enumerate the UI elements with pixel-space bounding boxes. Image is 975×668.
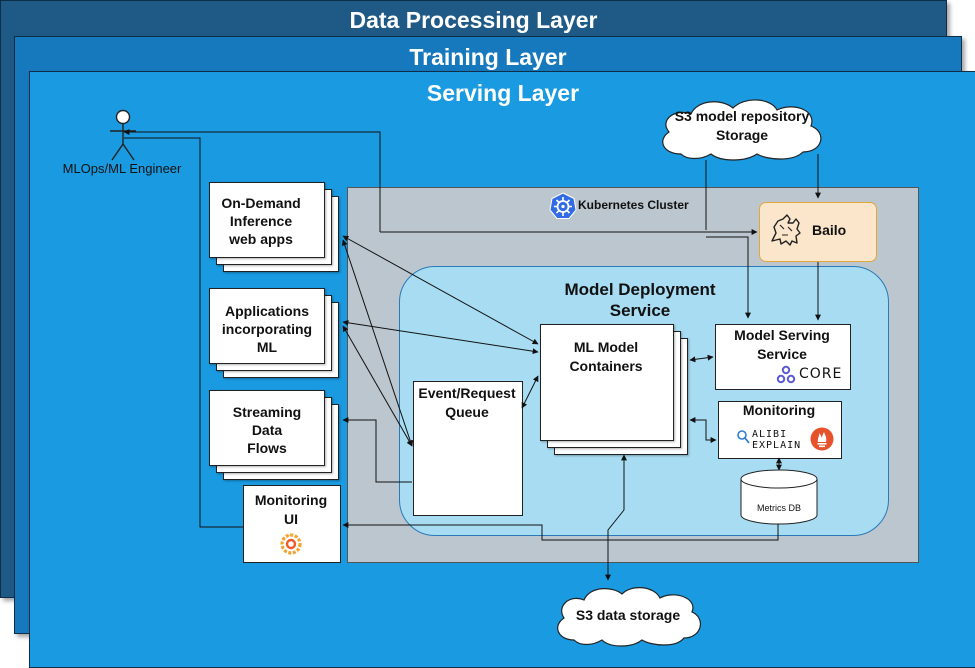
- model-serving-service-line1: Model Serving: [734, 327, 830, 343]
- monitoring-ui-line2: UI: [284, 511, 298, 527]
- monitoring-ui-line1: Monitoring: [254, 492, 328, 508]
- event-request-queue-line1: Event/Request: [418, 385, 516, 401]
- model-deployment-title-line2: Service: [609, 301, 671, 320]
- grafana-icon: [279, 531, 303, 555]
- seldon-core-label: CORE: [799, 366, 843, 382]
- alibi-explain-icon: [736, 429, 750, 445]
- model-serving-service-line2: Service: [757, 346, 807, 362]
- applications-line1: Applications: [224, 303, 309, 319]
- monitoring-label: Monitoring: [742, 402, 816, 418]
- serving-layer-title: Serving Layer: [426, 80, 580, 106]
- on-demand-line2: Inference: [229, 213, 293, 229]
- mlops-engineer-actor-icon: [106, 108, 140, 164]
- bailo-box[interactable]: [759, 202, 877, 262]
- s3-model-repository-line1: S3 model repository: [674, 108, 810, 124]
- metrics-db-label: Metrics DB: [756, 503, 801, 513]
- mlops-engineer-label: MLOps/ML Engineer: [62, 161, 182, 176]
- bailo-label: Bailo: [812, 222, 847, 238]
- s3-data-storage-cloud[interactable]: [548, 582, 708, 650]
- kubernetes-cluster-label: Kubernetes Cluster: [578, 198, 689, 212]
- applications-line2: incorporating: [221, 321, 313, 337]
- on-demand-line3: web apps: [229, 231, 293, 247]
- s3-model-repository-cloud[interactable]: [651, 94, 833, 162]
- bailo-griffin-icon: [766, 211, 806, 251]
- on-demand-line1: On-Demand: [221, 195, 301, 211]
- metrics-db[interactable]: [740, 469, 818, 525]
- streaming-line1: Streaming: [232, 404, 302, 420]
- streaming-line2: Data: [251, 422, 283, 438]
- monitoring-ui[interactable]: [243, 485, 341, 563]
- event-request-queue-line2: Queue: [445, 404, 489, 420]
- alibi-label-line1: ALIBI: [752, 429, 788, 440]
- s3-model-repository-line2: Storage: [715, 127, 769, 143]
- model-serving-service[interactable]: [715, 324, 851, 390]
- ml-model-containers-line1: ML Model: [573, 339, 639, 355]
- ml-model-containers[interactable]: [540, 324, 690, 459]
- training-layer-title: Training Layer: [409, 44, 567, 70]
- streaming-line3: Flows: [247, 440, 287, 456]
- ml-model-containers-line2: Containers: [569, 358, 643, 374]
- seldon-core-icon: [776, 365, 796, 385]
- model-deployment-title-line1: Model Deployment: [564, 280, 716, 299]
- s3-data-storage-label: S3 data storage: [575, 607, 681, 623]
- event-request-queue[interactable]: [413, 381, 523, 516]
- data-processing-layer-title: Data Processing Layer: [349, 7, 598, 33]
- applications-line3: ML: [256, 339, 278, 355]
- alibi-label-line2: EXPLAIN: [752, 440, 802, 451]
- prometheus-icon: [810, 427, 834, 451]
- kubernetes-icon: [549, 192, 577, 220]
